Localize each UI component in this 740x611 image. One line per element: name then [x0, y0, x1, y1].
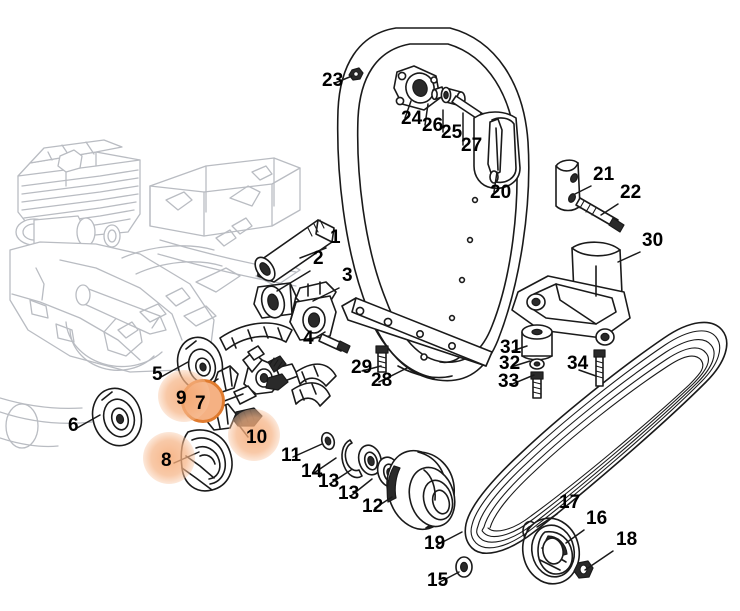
callout-number-16[interactable]: 16	[586, 508, 608, 529]
callout-number-2[interactable]: 2	[313, 248, 324, 269]
leader-line-15	[439, 571, 460, 583]
handlebar-loop	[336, 27, 530, 382]
callout-number-4[interactable]: 4	[303, 328, 314, 349]
callout-number-18[interactable]: 18	[616, 529, 638, 550]
part-33-screw	[530, 371, 544, 399]
part-16-hub	[521, 517, 581, 585]
part-24-mount-flange	[393, 65, 441, 111]
callout-number-10[interactable]: 10	[246, 427, 268, 448]
part-30-belt-guard	[511, 241, 631, 346]
part-6-drum	[91, 387, 143, 447]
leader-line-2	[276, 270, 311, 292]
callout-number-12[interactable]: 12	[362, 496, 384, 517]
callout-number-27[interactable]: 27	[461, 135, 483, 156]
part-14-circlip	[341, 439, 363, 479]
leader-line-14	[313, 457, 337, 474]
callout-number-33[interactable]: 33	[498, 371, 520, 392]
part-18-nut	[573, 560, 594, 579]
part-small-block	[205, 403, 237, 431]
leader-line-4	[309, 331, 326, 342]
leader-line-29	[361, 365, 382, 372]
callout-number-6[interactable]: 6	[68, 415, 79, 436]
part-brake-band-right	[291, 363, 337, 407]
part-4-screw	[318, 333, 351, 354]
part-15-washer	[455, 556, 473, 578]
leader-line-11	[292, 443, 323, 458]
part-22-bolt	[575, 197, 625, 233]
callout-number-9[interactable]: 9	[176, 388, 187, 409]
leader-line-17	[536, 513, 558, 528]
part-13-bearing-a	[357, 444, 383, 476]
part-32-washer	[529, 358, 545, 370]
leader-line-13	[330, 469, 352, 484]
part-29-screw	[375, 345, 389, 373]
part-spring-dark	[265, 373, 289, 391]
callout-number-19[interactable]: 19	[424, 533, 446, 554]
callout-number-22[interactable]: 22	[620, 182, 642, 203]
part-12-pulley	[386, 449, 456, 531]
leader-line-33	[509, 374, 535, 386]
part-7-linkage	[233, 345, 299, 405]
callout-number-20[interactable]: 20	[490, 182, 512, 203]
callout-number-28[interactable]: 28	[371, 370, 393, 391]
callout-number-21[interactable]: 21	[593, 164, 615, 185]
callout-number-13b[interactable]: 13	[338, 483, 360, 504]
callout-number-1[interactable]: 1	[330, 227, 341, 248]
part-23-nut	[348, 67, 364, 81]
leader-line-13b	[351, 478, 373, 496]
leader-line-34	[578, 369, 597, 377]
callout-number-24[interactable]: 24	[401, 108, 423, 129]
part-spring	[267, 355, 287, 373]
part-20-grip-housing	[473, 111, 521, 190]
leader-line-26	[424, 103, 429, 126]
callout-number-14[interactable]: 14	[301, 461, 323, 482]
leader-line-24	[404, 100, 412, 119]
leader-line-23	[334, 75, 353, 84]
callout-number-17[interactable]: 17	[559, 492, 581, 513]
part-34-screw	[593, 349, 606, 387]
callout-number-15[interactable]: 15	[427, 570, 449, 591]
callout-number-31[interactable]: 31	[500, 337, 522, 358]
callout-number-26[interactable]: 26	[422, 115, 444, 136]
leader-line-6	[76, 414, 101, 429]
leader-line-3	[312, 287, 340, 302]
part-31-spacer	[521, 324, 553, 361]
part-3-bracket	[289, 281, 337, 341]
callout-number-3[interactable]: 3	[342, 265, 353, 286]
part-28-rail	[341, 297, 493, 367]
callout-number-11[interactable]: 11	[281, 445, 302, 466]
part-1-tube	[254, 219, 335, 283]
callout-number-23[interactable]: 23	[322, 70, 344, 91]
leader-line-1	[299, 247, 327, 259]
callout-number-32[interactable]: 32	[499, 353, 521, 374]
part-8-brake-shoe	[180, 429, 233, 492]
callout-number-29[interactable]: 29	[351, 357, 373, 378]
callout-number-34[interactable]: 34	[567, 353, 589, 374]
part-10-clip	[231, 407, 263, 427]
leader-line-32	[510, 360, 531, 368]
callout-number-5[interactable]: 5	[152, 364, 163, 385]
leader-line-19	[436, 531, 463, 546]
leader-line-12	[374, 496, 393, 509]
callout-number-8[interactable]: 8	[161, 450, 172, 471]
part-brake-band-upper	[219, 322, 293, 351]
callout-number-13[interactable]: 13	[318, 471, 340, 492]
leader-line-30	[617, 251, 641, 263]
part-2-sleeve	[253, 282, 297, 319]
part-19-vbelt	[464, 321, 728, 554]
leader-line-31	[511, 345, 528, 352]
leader-line-18	[584, 550, 614, 571]
leader-line-16	[565, 529, 585, 544]
leader-line-22	[600, 203, 619, 216]
leader-line-28	[378, 367, 408, 383]
leader-line-20	[493, 171, 498, 193]
ghosted-engine-assembly	[0, 139, 301, 449]
leader-line-21	[574, 185, 592, 195]
callout-number-7[interactable]: 7	[195, 393, 206, 414]
part-11-washer	[320, 431, 336, 451]
callout-number-30[interactable]: 30	[642, 230, 664, 251]
callout-number-25[interactable]: 25	[441, 122, 463, 143]
